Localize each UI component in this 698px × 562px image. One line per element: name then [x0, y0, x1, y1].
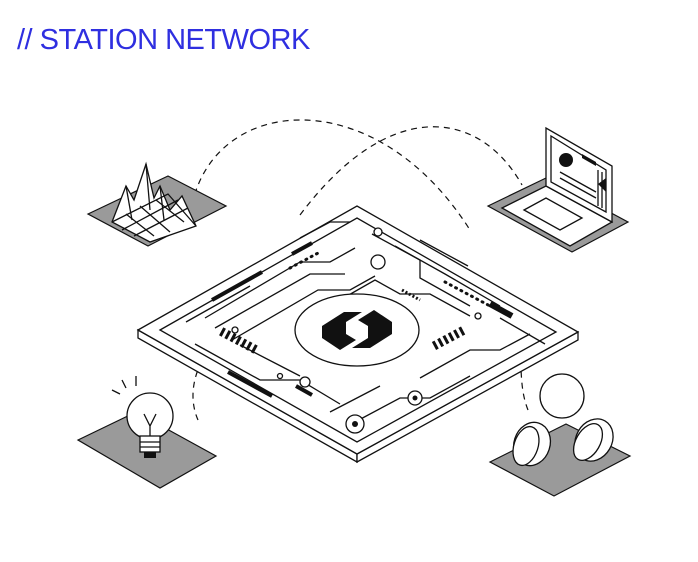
arc-bulb — [192, 344, 213, 421]
spheres-icon — [488, 373, 632, 497]
laptop-icon — [486, 126, 630, 253]
lightbulb-icon — [76, 376, 218, 489]
terrain-chart-icon — [86, 161, 228, 247]
circuit-board-hub-icon — [136, 205, 580, 464]
page-title: // STATION NETWORK — [17, 24, 310, 56]
arc-terrain-to-spheres — [191, 119, 471, 231]
arc-hub-to-laptop — [299, 126, 523, 216]
